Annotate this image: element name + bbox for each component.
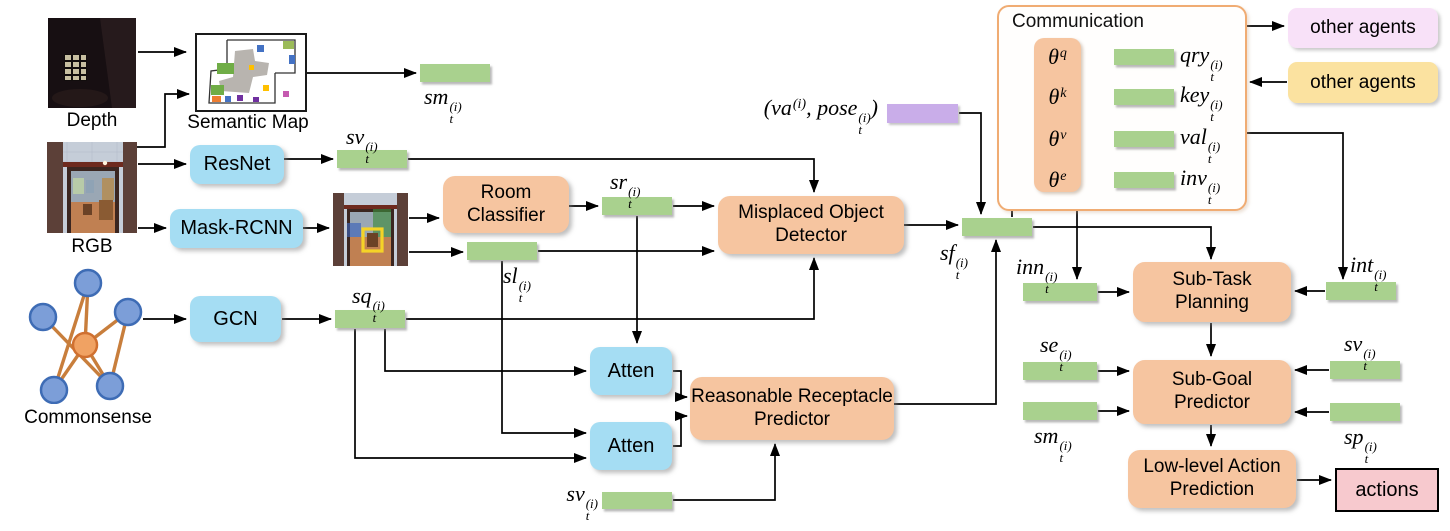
semantic-map-image <box>195 33 307 112</box>
detection-image <box>333 193 408 266</box>
rgb-label: RGB <box>71 236 113 257</box>
feature-label-inn: inn(i)t <box>1016 254 1058 296</box>
feature-label-int: int(i)t <box>1350 252 1387 294</box>
feature-bar-int <box>1326 282 1396 300</box>
sub-task-planning-module: Sub-Task Planning <box>1133 262 1291 322</box>
feature-bar-sm <box>420 64 490 82</box>
feature-bar-inn <box>1023 283 1097 301</box>
feature-bar-sv-right <box>1330 361 1400 379</box>
communication-title: Communication <box>1012 11 1144 32</box>
feature-label-sf: sf(i)t <box>940 240 968 282</box>
depth-label: Depth <box>66 110 118 131</box>
sub-goal-predictor-module: Sub-Goal Predictor <box>1133 360 1291 424</box>
feature-bar-sv-top <box>337 150 407 168</box>
misplaced-object-detector-module: Misplaced Object Detector <box>718 196 904 254</box>
theta-q-label: θq <box>1048 44 1067 69</box>
feature-label-qry: qry(i)t <box>1180 42 1223 84</box>
theta-k-label: θk <box>1048 84 1067 109</box>
feature-bar-sq <box>335 310 405 328</box>
feature-label-se: se(i)t <box>1040 332 1072 374</box>
resnet-module: ResNet <box>190 145 284 184</box>
gcn-module: GCN <box>190 296 281 342</box>
feature-label-sv-right: sv(i)t <box>1344 331 1376 373</box>
theta-e-label: θe <box>1048 167 1067 192</box>
commonsense-label: Commonsense <box>24 407 152 428</box>
feature-label-val: val(i)t <box>1180 124 1221 166</box>
feature-bar-val <box>1114 131 1174 147</box>
feature-bar-qry <box>1114 49 1174 65</box>
actions-box: actions <box>1335 468 1439 512</box>
feature-label-key: key(i)t <box>1180 82 1223 124</box>
room-classifier-module: Room Classifier <box>443 176 569 233</box>
feature-bar-sv-mid <box>602 492 672 509</box>
feature-label-sv-top: sv(i)t <box>346 124 378 166</box>
other-agents-out-box: other agents <box>1288 8 1438 48</box>
other-agents-in-box: other agents <box>1288 62 1438 103</box>
feature-bar-key <box>1114 89 1174 105</box>
atten-module-bottom: Atten <box>590 422 672 470</box>
feature-label-sp: sp(i)t <box>1344 424 1377 466</box>
feature-label-inv: inv(i)t <box>1180 165 1221 207</box>
low-level-action-prediction-module: Low-level Action Prediction <box>1128 450 1296 508</box>
feature-label-sl: sl(i)t <box>503 263 531 305</box>
feature-label-sm-right: sm(i)t <box>1034 423 1072 465</box>
feature-bar-sl <box>467 242 537 260</box>
theta-weights-box <box>1034 38 1081 192</box>
feature-label-sm: sm(i)t <box>424 84 462 126</box>
feature-label-sv-mid: sv(i)t <box>566 481 598 523</box>
feature-bar-sr <box>602 197 672 215</box>
reasonable-receptacle-predictor-module: Reasonable Receptacle Predictor <box>690 377 894 440</box>
rgb-image <box>47 142 137 233</box>
pose-bar <box>887 104 958 123</box>
feature-bar-inv <box>1114 172 1174 188</box>
feature-bar-sm-right <box>1023 402 1097 420</box>
mask-rcnn-module: Mask-RCNN <box>170 209 303 248</box>
feature-bar-sf <box>962 218 1032 236</box>
semantic-map-label: Semantic Map <box>187 112 309 133</box>
commonsense-graph <box>28 268 143 404</box>
feature-label-sq: sq(i)t <box>352 283 385 325</box>
depth-window-glyph <box>64 54 87 81</box>
feature-label-sr: sr(i)t <box>610 169 641 211</box>
feature-bar-se <box>1023 362 1097 380</box>
theta-v-label: θv <box>1048 126 1067 151</box>
depth-image <box>48 18 136 108</box>
feature-bar-sp <box>1330 403 1400 421</box>
atten-module-top: Atten <box>590 347 672 395</box>
pose-label: (va(i), pose(i)t) <box>763 95 878 137</box>
